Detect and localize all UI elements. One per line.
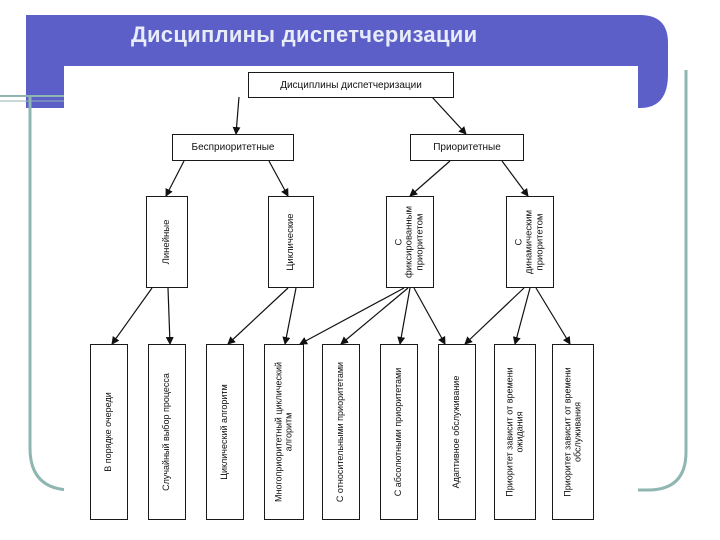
leaf-label: С относительными приоритетами	[335, 361, 346, 503]
leaf-node: С абсолютными приоритетами	[380, 344, 418, 520]
group-label: Приоритетные	[433, 142, 501, 153]
arrow	[464, 287, 525, 345]
arrow	[535, 287, 571, 345]
arrow	[227, 287, 289, 345]
arrow	[111, 287, 153, 345]
slide-title: Дисциплины диспетчеризации	[131, 22, 478, 47]
root-label: Дисциплины диспетчеризации	[280, 79, 422, 91]
arrow	[501, 160, 529, 197]
leaf-label: Приоритет зависит от времени обслуживани…	[562, 367, 582, 497]
root-node: Дисциплины диспетчеризации	[248, 72, 454, 98]
leaf-node: Циклический алгоритм	[206, 344, 244, 520]
leaf-node: В порядке очереди	[90, 344, 128, 520]
leaf-label: Адаптивное обслуживание	[451, 375, 462, 489]
arrow	[299, 287, 405, 345]
leaf-label: Приоритет зависит от времени ожидания	[504, 367, 524, 497]
arrow	[232, 96, 241, 135]
leaf-label: С абсолютными приоритетами	[393, 367, 404, 497]
type-label: Линейные	[160, 219, 172, 265]
type-label: Циклические	[284, 213, 296, 271]
leaf-node: С относительными приоритетами	[322, 344, 360, 520]
leaf-label: В порядке очереди	[103, 392, 114, 472]
type-label: С динамическим приоритетом	[513, 209, 546, 275]
arrow	[431, 96, 467, 135]
arrow	[165, 160, 185, 197]
arrow	[268, 160, 289, 197]
arrow	[397, 287, 411, 345]
arrow	[282, 287, 297, 345]
type-node: Линейные	[146, 196, 188, 288]
group-node: Бесприоритетные	[172, 134, 294, 161]
arrow	[340, 287, 409, 345]
leaf-label: Многоприоритетный циклический алгоритм	[273, 361, 293, 503]
type-node: С динамическим приоритетом	[506, 196, 554, 288]
arrow	[165, 287, 174, 345]
leaf-node: Приоритет зависит от времени ожидания	[494, 344, 536, 520]
type-label: С фиксированным приоритетом	[393, 205, 426, 279]
type-node: С фиксированным приоритетом	[386, 196, 434, 288]
leaf-node: Многоприоритетный циклический алгоритм	[264, 344, 304, 520]
arrow	[512, 287, 531, 345]
diagram-connectors	[111, 96, 571, 345]
arrow	[409, 160, 451, 197]
type-node: Циклические	[268, 196, 314, 288]
group-label: Бесприоритетные	[191, 142, 275, 153]
leaf-label: Случайный выбор процесса	[161, 373, 172, 491]
diagram-figure: Дисциплины диспетчеризации Бесприоритетн…	[64, 66, 638, 530]
leaf-label: Циклический алгоритм	[219, 384, 230, 480]
group-node: Приоритетные	[410, 134, 524, 161]
leaf-node: Случайный выбор процесса	[148, 344, 186, 520]
leaf-node: Приоритет зависит от времени обслуживани…	[552, 344, 594, 520]
leaf-node: Адаптивное обслуживание	[438, 344, 476, 520]
arrow	[413, 287, 446, 345]
